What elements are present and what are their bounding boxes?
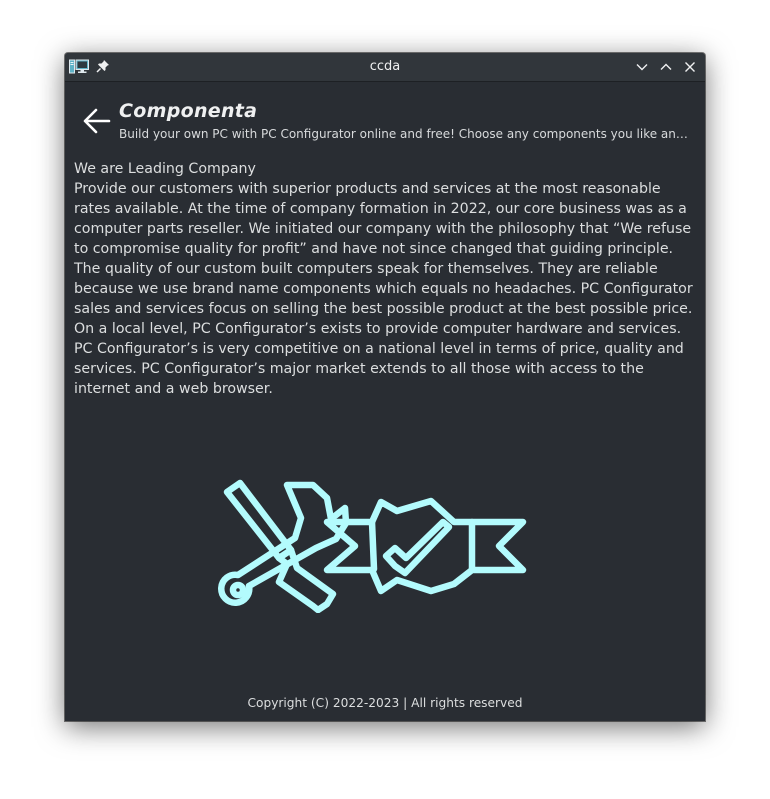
app-subtitle: Build your own PC with PC Configurator o… — [119, 127, 691, 141]
app-name: Componenta — [119, 100, 258, 122]
app-window: ccda Componenta Build your own PC with P… — [65, 53, 705, 721]
quality-badge-icon — [323, 497, 527, 595]
arrow-left-icon[interactable] — [83, 107, 111, 135]
about-paragraph-2: The quality of our custom built computer… — [74, 261, 693, 397]
chevron-up-icon[interactable] — [659, 60, 673, 74]
close-icon[interactable] — [683, 60, 697, 74]
about-text: We are Leading Company Provide our custo… — [74, 159, 694, 399]
illustration — [218, 479, 527, 613]
title-bar[interactable]: ccda — [65, 53, 705, 82]
footer-copyright: Copyright (C) 2022-2023 | All rights res… — [247, 696, 523, 710]
chevron-down-icon[interactable] — [635, 60, 649, 74]
about-paragraph-1: Provide our customers with superior prod… — [74, 181, 692, 257]
about-heading: We are Leading Company — [74, 161, 256, 177]
wrench-screwdriver-icon — [218, 479, 350, 613]
pin-icon[interactable] — [96, 59, 110, 73]
computer-monitor-icon[interactable] — [69, 59, 89, 75]
window-title: ccda — [369, 59, 401, 74]
